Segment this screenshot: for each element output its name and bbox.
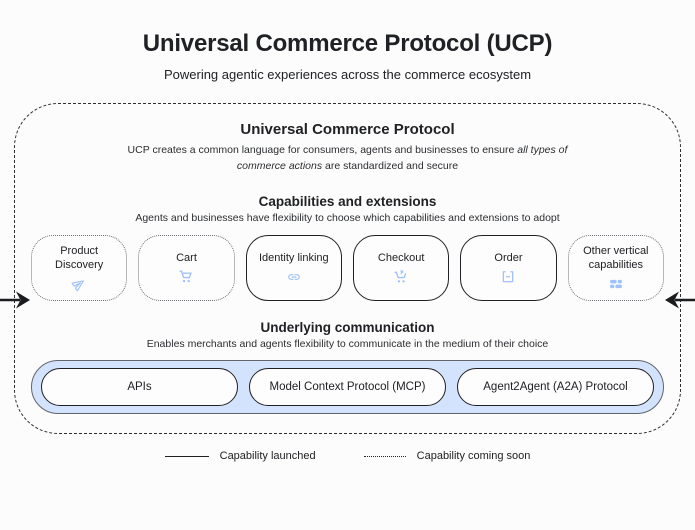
inbound-arrow-left — [0, 289, 31, 311]
capability-box-checkout: Checkout — [352, 234, 450, 301]
cart-checkout-icon — [394, 270, 408, 284]
legend-dotted-line — [363, 455, 406, 457]
communication-heading: Underlying communication — [260, 319, 435, 335]
capability-box-other-vertical: Other vertical capabilities — [567, 234, 664, 301]
capability-label: Identity linking — [258, 251, 329, 264]
capability-label: Product Discovery — [55, 244, 104, 271]
ucp-protocol-frame: Universal Commerce Protocol UCP creates … — [14, 103, 681, 434]
communication-bar: APIs Model Context Protocol (MCP) Agent2… — [31, 359, 664, 414]
cart-icon — [179, 270, 193, 284]
page-subtitle: Powering agentic experiences across the … — [163, 67, 532, 82]
capabilities-row: Product Discovery Cart Identity linking … — [31, 234, 664, 301]
protocol-description-italic: all types of commerce actions — [236, 144, 568, 172]
channel-a2a: Agent2Agent (A2A) Protocol — [457, 367, 654, 406]
legend-item-launched: Capability launched — [164, 450, 316, 462]
grid-icon — [609, 277, 623, 291]
legend-launched-label: Capability launched — [219, 450, 316, 462]
legend-solid-line — [164, 455, 209, 457]
capability-label: Order — [494, 251, 523, 264]
capability-box-product-discovery: Product Discovery — [31, 234, 128, 301]
capability-box-identity-linking: Identity linking — [245, 234, 342, 301]
inbound-arrow-right — [664, 289, 695, 311]
order-box-icon — [501, 270, 515, 284]
capability-label: Cart — [176, 251, 197, 264]
capability-box-cart: Cart — [138, 234, 235, 301]
protocol-description-part2: are standardized and secure — [322, 159, 459, 172]
capability-box-order: Order — [460, 234, 557, 301]
channel-apis: APIs — [41, 367, 238, 406]
legend-coming-soon-label: Capability coming soon — [416, 450, 531, 462]
capabilities-description: Agents and businesses have flexibility t… — [135, 211, 560, 224]
link-icon — [287, 270, 301, 284]
legend: Capability launched Capability coming so… — [0, 450, 695, 462]
send-icon — [71, 277, 86, 292]
capability-label: Other vertical capabilities — [583, 244, 649, 271]
capabilities-heading: Capabilities and extensions — [258, 193, 437, 209]
communication-description: Enables merchants and agents flexibility… — [146, 337, 549, 350]
capability-label: Checkout — [377, 251, 425, 264]
legend-item-coming-soon: Capability coming soon — [363, 450, 531, 462]
protocol-description-part1: UCP creates a common language for consum… — [127, 144, 518, 156]
channel-mcp: Model Context Protocol (MCP) — [249, 367, 446, 406]
page-title: Universal Commerce Protocol (UCP) — [142, 30, 553, 57]
protocol-heading: Universal Commerce Protocol — [240, 121, 455, 138]
protocol-description: UCP creates a common language for consum… — [108, 143, 588, 175]
